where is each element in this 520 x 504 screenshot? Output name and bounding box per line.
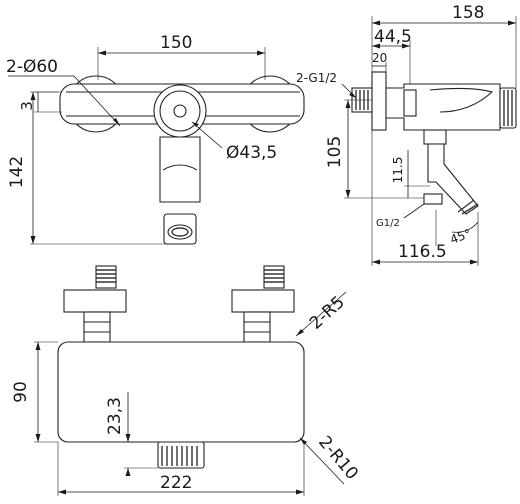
dim-side-outlet-thread: G1/2 [376, 218, 400, 229]
dim-top-corner-radius: 2-R10 [314, 432, 362, 483]
dim-front-width: 150 [160, 33, 192, 53]
left-inlet-nut [83, 311, 111, 343]
dim-side-total-depth: 158 [452, 3, 484, 23]
wall-flange [371, 71, 387, 131]
dim-top-edge-radius: 2-R5 [306, 292, 349, 333]
side-spout [427, 143, 479, 215]
dim-side-inlet-depth: 44,5 [374, 27, 412, 47]
dim-side-inlet-offset: 20 [372, 51, 387, 65]
top-body [57, 341, 305, 443]
dim-side-spout-angle: 45° [448, 226, 473, 246]
dim-top-body-width: 222 [160, 473, 192, 493]
dim-side-spout-depth: 116.5 [398, 242, 447, 262]
dim-outlet-diameter: Ø43,5 [226, 143, 277, 163]
right-inlet-nut [243, 311, 271, 343]
side-body [385, 83, 501, 131]
dim-side-inlet-thread: 2-G1/2 [296, 71, 337, 85]
dim-top-outlet-offset: 23,3 [105, 397, 125, 435]
top-view: 2-R5 90 23,3 2-R10 222 [11, 265, 362, 496]
dim-side-spout-offset: 11.5 [391, 157, 405, 184]
dim-connectors: 2-Ø60 [6, 57, 58, 77]
dim-front-offset: 3 [18, 101, 36, 111]
dim-front-height: 142 [7, 156, 27, 188]
front-spout [159, 136, 201, 203]
front-view: 150 2-Ø60 3 142 Ø43,5 [6, 33, 305, 245]
side-view: 158 44,5 20 2-G1/2 105 11.5 G1/2 45° [296, 3, 517, 266]
aerator [167, 224, 193, 240]
dim-top-body-depth: 90 [11, 381, 31, 403]
diverter-knob [153, 84, 207, 138]
dim-side-spout-height: 105 [325, 136, 345, 168]
